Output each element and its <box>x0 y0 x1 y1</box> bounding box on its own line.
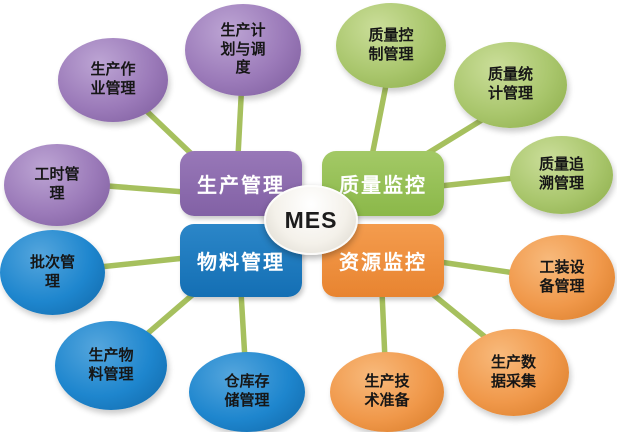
sat-production-technology-preparation: 生产技术准备 <box>330 352 444 432</box>
sat-tooling-equipment-management: 工装设备管理 <box>509 235 615 320</box>
sat-work-hours-management: 工时管理 <box>4 144 110 226</box>
connector-work-hours <box>92 182 188 195</box>
node-label: 生产数据采集 <box>490 353 536 390</box>
node-label: 仓库存储管理 <box>224 373 270 409</box>
module-label: 生产管理 <box>197 175 285 197</box>
connector-tooling-equipment <box>437 259 518 276</box>
sat-warehouse-storage-management: 仓库存储管理 <box>189 352 305 432</box>
connector-production-technology <box>379 289 388 363</box>
connector-batch <box>87 255 188 271</box>
connector-quality-statistics <box>417 112 493 161</box>
mes-center-node: MES <box>264 185 358 255</box>
sat-production-operations-management: 生产作业管理 <box>58 38 168 122</box>
sat-quality-statistics-management: 质量统计管理 <box>454 42 567 128</box>
sat-quality-traceability-management: 质量追溯管理 <box>510 136 613 214</box>
sat-production-material-management: 生产物料管理 <box>55 321 167 410</box>
sat-quality-control-management: 质量控制管理 <box>336 3 446 88</box>
node-label: 质量控制管理 <box>368 26 414 63</box>
sat-batch-management: 批次管理 <box>0 230 105 315</box>
connector-quality-traceability <box>437 175 518 189</box>
node-label: 质量统计管理 <box>487 66 533 102</box>
connector-warehouse-storage <box>238 289 248 363</box>
node-label: 生产作业管理 <box>90 61 136 97</box>
node-label: 工装设备管理 <box>539 258 585 295</box>
module-label: 物料管理 <box>197 252 285 274</box>
sat-production-data-collection: 生产数据采集 <box>458 329 569 416</box>
node-label: 生产物料管理 <box>88 346 134 383</box>
connector-production-material <box>137 287 201 343</box>
node-label: 工时管理 <box>34 166 80 202</box>
module-label: 资源监控 <box>339 252 427 274</box>
node-label: 质量追溯管理 <box>538 156 584 192</box>
node-label: 批次管理 <box>29 253 75 290</box>
mes-label: MES <box>284 206 338 233</box>
sat-production-planning-scheduling: 生产计划与调度 <box>185 4 301 96</box>
connector-quality-control <box>369 72 391 159</box>
node-label: 生产技术准备 <box>364 373 410 409</box>
module-label: 质量监控 <box>339 175 427 197</box>
node-label: 生产计划与调度 <box>220 21 266 77</box>
